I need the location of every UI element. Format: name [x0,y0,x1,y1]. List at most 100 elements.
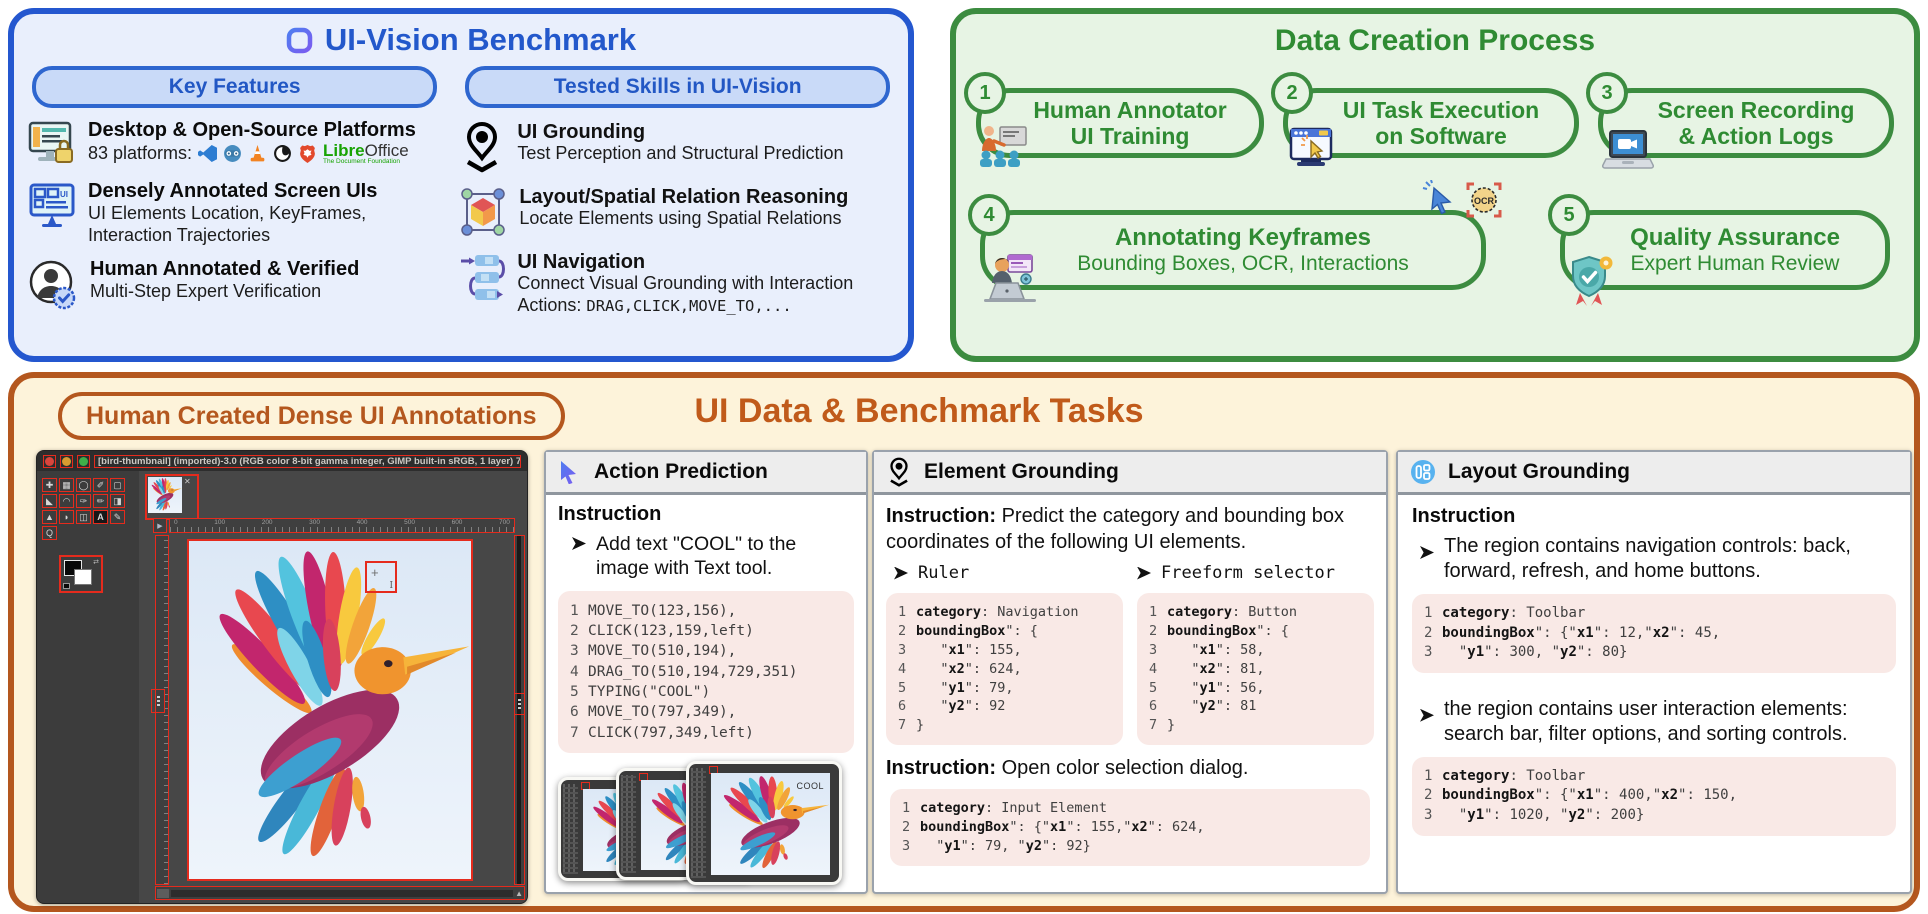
code-line: 3 "x1": 155, [898,641,1022,658]
step-number-badge: 4 [968,194,1010,236]
bullet-arrow-icon [1137,566,1151,580]
skill-subtitle: Test Perception and Structural Predictio… [517,143,844,164]
ruler-play-icon: ▶ [153,518,167,533]
element-grounding-header: Element Grounding [874,452,1386,495]
code-line: 3 "y1": 79, "y2": 92} [902,838,1091,855]
panel-title: Element Grounding [924,460,1119,483]
gimp-screenshot: [bird-thumbnail] (imported)-3.0 (RGB col… [36,450,528,904]
process-step-5: Quality Assurance Expert Human Review 5 [1548,194,1890,306]
annotated-screen-icon: UI [26,180,78,232]
feature-human-verified: Human Annotated & Verified Multi-Step Ex… [26,258,443,312]
feature-subtitle: UI Elements Location, KeyFrames, [88,203,367,223]
skill-title: UI Navigation [517,251,646,273]
step-line2: Bounding Boxes, OCR, Interactions [1077,251,1409,275]
process-step-1: Human Annotator UI Training 1 [964,72,1264,167]
panel-title: Action Prediction [594,460,768,483]
location-pin-icon [890,457,908,487]
ui-data-benchmark-panel: Human Created Dense UI Annotations UI Da… [8,372,1920,912]
benchmark-tasks-title: UI Data & Benchmark Tasks [694,392,1144,430]
ruler-number: 300 [309,519,321,526]
gimp-tool-cell: ✐ [93,478,108,492]
process-title: Data Creation Process [1274,24,1596,57]
gimp-tool-cell: ◫ [76,510,91,524]
step-line1: UI Task Execution [1342,96,1540,123]
libreoffice-logo: LibreOffice The Document Foundation [323,141,409,165]
bullet-arrow-icon [894,566,908,580]
shield-check-icon [1566,253,1616,312]
step4-decor: OCR [1422,180,1504,220]
layout-grounding-panel: Layout Grounding Instruction The region … [1396,450,1912,894]
feature-title: Desktop & Open-Source Platforms [88,119,416,141]
instruction-label: Instruction [1412,505,1516,527]
gimp-tool-cell: ▢ [110,478,125,492]
ui-vision-title-row: UI-Vision Benchmark [14,22,908,58]
skill-subtitle: Connect Visual Grounding with Interactio… [517,273,854,294]
skill-actions-line: Actions: DRAG,CLICK,MOVE_TO,... [517,295,792,316]
feature-title: Human Annotated & Verified [90,257,360,280]
skill-ui-grounding: UI Grounding Test Perception and Structu… [459,121,896,173]
feature-subtitle: Multi-Step Expert Verification [90,280,322,301]
code-line: 4 "x2": 624, [898,660,1022,677]
ruler-number: 500 [404,519,415,526]
ruler-number: 100 [214,519,226,526]
desktop-lock-icon [26,119,78,169]
gimp-tool-cell: ▦ [59,478,74,492]
ruler-marker [151,689,165,713]
app-window-cursor-icon [1289,127,1335,174]
dark-app-icon [274,145,291,163]
gimp-tool-cell: ✎ [110,510,125,524]
step-number-badge: 3 [1586,72,1628,114]
step-number-badge: 1 [964,72,1006,114]
gimp-window-title: [bird-thumbnail] (imported)-3.0 (RGB col… [98,455,520,467]
ruler-number: 200 [261,519,273,526]
code-line: 6 "y2": 92 [898,698,1006,715]
step-line1: Annotating Keyframes [1114,224,1372,252]
gimp-image-bird: + I [187,539,473,881]
ui-vision-title: UI-Vision Benchmark [324,22,637,57]
close-icon: ✕ [184,477,191,486]
location-pin-icon [459,121,505,173]
skill-subtitle: Locate Elements using Spatial Relations [519,208,842,229]
gimp-tool-cell: A [93,510,108,524]
flow-steps-icon [459,251,506,305]
process-step-4: Annotating Keyframes Bounding Boxes, OCR… [968,180,1502,302]
layout-grounding-header: Layout Grounding [1398,452,1910,495]
gimp-tab-thumbnail [148,477,182,513]
gimp-tool-cell: ◨ [110,494,125,508]
svg-text:OCR: OCR [1474,196,1495,206]
element-name: Freeform selector [1161,563,1335,583]
action-prediction-panel: Action Prediction Instruction Add text "… [544,450,868,894]
gimp-tool-cell: ✚ [42,478,57,492]
laptop-video-icon [1601,129,1655,174]
skill-title: Layout/Spatial Relation Reasoning [519,186,849,208]
code-line: 3 "y1": 1020, "y2": 200} [1424,806,1645,823]
scrollbar-marker [514,693,525,715]
tested-skills-column: Tested Skills in UI-Vision UI Grounding … [459,64,896,317]
step-line2: Expert Human Review [1630,251,1840,275]
gimp-titlebar: [bird-thumbnail] (imported)-3.0 (RGB col… [37,451,527,471]
step-line1: Human Annotator [1033,96,1227,123]
step-line2: UI Training [1070,123,1190,149]
instruction-bullet: Add text "COOL" to the image with Text t… [596,533,797,580]
gimp-tool-cell: ✑ [76,494,91,508]
vscode-icon [198,145,218,163]
feature-annotated-screens: UI Densely Annotated Screen UIs UI Eleme… [26,180,443,247]
code-line: 7} [898,717,925,734]
feature-subtitle: Interaction Trajectories [88,224,271,245]
panel-title: Layout Grounding [1448,460,1630,483]
brave-icon [300,145,315,164]
actions-code: DRAG,CLICK,MOVE_TO,... [586,297,792,316]
person-verified-icon [26,258,80,312]
